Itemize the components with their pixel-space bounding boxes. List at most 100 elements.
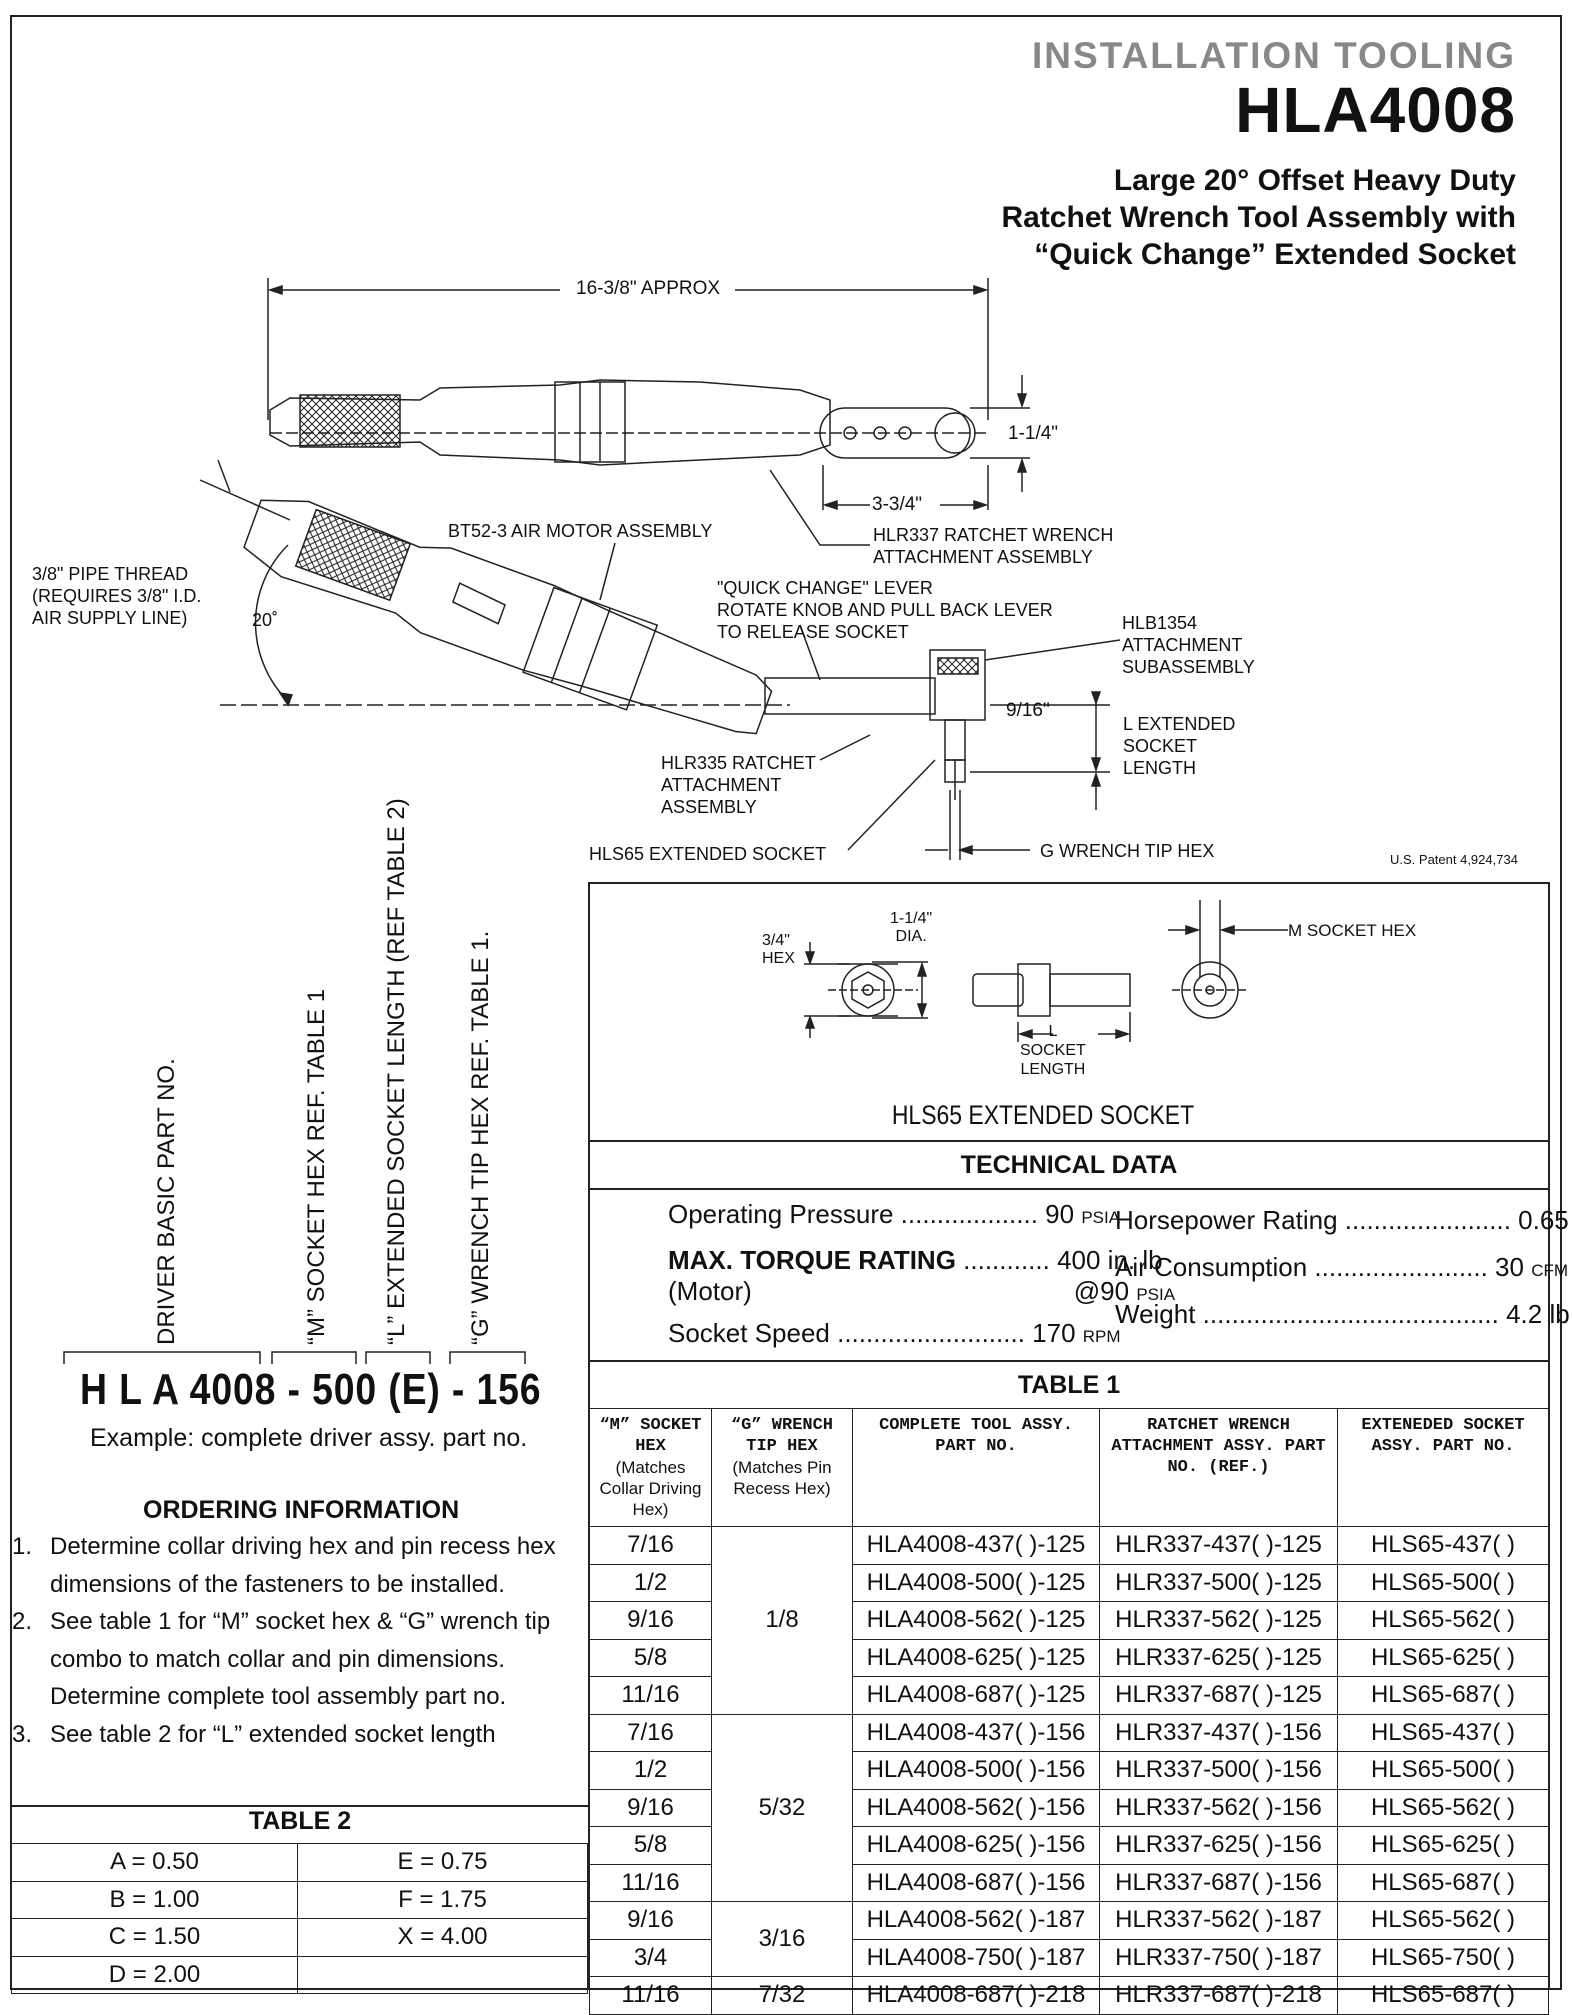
table-cell: 3/16 — [711, 1901, 853, 1977]
table-cell: HLR337-687( )-125 — [1099, 1676, 1338, 1715]
table-cell: HLR337-625( )-156 — [1099, 1826, 1338, 1865]
ordering-title: ORDERING INFORMATION — [143, 1496, 460, 1524]
model-title: HLA4008 — [1235, 74, 1516, 146]
table-cell: HLA4008-562( )-156 — [852, 1788, 1100, 1827]
table-cell: 9/16 — [589, 1788, 712, 1827]
table-cell: HLS65-562( ) — [1337, 1788, 1549, 1827]
table-cell: HLR337-750( )-187 — [1099, 1938, 1338, 1977]
table-cell: HLA4008-562( )-125 — [852, 1601, 1100, 1640]
table-cell: HLR337-500( )-156 — [1099, 1751, 1338, 1790]
table-cell: HLA4008-562( )-187 — [852, 1901, 1100, 1940]
table-cell: HLS65-500( ) — [1337, 1563, 1549, 1602]
table-cell: HLR337-562( )-125 — [1099, 1601, 1338, 1640]
g-tip-hex-ref-label: “G” WRENCH TIP HEX REF. TABLE 1. — [467, 930, 494, 1345]
table-cell: HLA4008-500( )-125 — [852, 1563, 1100, 1602]
table1-title: TABLE 1 — [1017, 1371, 1121, 1399]
table-cell: HLR337-437( )-156 — [1099, 1713, 1338, 1752]
divider — [589, 1188, 1549, 1190]
table-cell: HLR337-687( )-218 — [1099, 1976, 1338, 2015]
m-socket-hex-ref-label: “M” SOCKET HEX REF. TABLE 1 — [303, 988, 330, 1345]
table-cell: 9/16 — [589, 1901, 712, 1940]
table-cell: HLS65-437( ) — [1337, 1526, 1549, 1565]
table-cell: HLS65-437( ) — [1337, 1713, 1549, 1752]
dia-label: 1-1/4"DIA. — [890, 910, 933, 945]
table-cell: HLR337-437( )-125 — [1099, 1526, 1338, 1565]
table-cell: HLR337-625( )-125 — [1099, 1638, 1338, 1677]
table1-header-ratchet: RATCHET WRENCH ATTACHMENT ASSY. PART NO.… — [1099, 1408, 1338, 1527]
part-number-brackets — [63, 1351, 526, 1364]
table-cell: HLA4008-437( )-156 — [852, 1713, 1100, 1752]
l-socket-length-ref-label: “L” EXTENDED SOCKET LENGTH (REF TABLE 2) — [383, 798, 410, 1345]
table2-title: TABLE 2 — [248, 1807, 352, 1835]
technical-data-title: TECHNICAL DATA — [960, 1151, 1178, 1179]
example-caption: Example: complete driver assy. part no. — [90, 1424, 528, 1452]
table-cell: HLS65-687( ) — [1337, 1976, 1549, 2015]
table-cell: 3/4 — [589, 1938, 712, 1977]
g-hex-label: G WRENCH TIP HEX — [1040, 841, 1215, 861]
table-cell: HLR337-687( )-156 — [1099, 1863, 1338, 1902]
head-length-dimension: 3-3/4" — [872, 494, 923, 515]
table-cell: 5/8 — [589, 1638, 712, 1677]
table-cell: 7/16 — [589, 1713, 712, 1752]
table-cell: 5/32 — [711, 1713, 853, 1902]
table-cell: HLA4008-687( )-125 — [852, 1676, 1100, 1715]
table-cell: HLS65-625( ) — [1337, 1638, 1549, 1677]
table-cell: HLS65-562( ) — [1337, 1901, 1549, 1940]
table-cell: HLR337-562( )-156 — [1099, 1788, 1338, 1827]
table-cell: 7/16 — [589, 1526, 712, 1565]
table-cell: HLS65-687( ) — [1337, 1863, 1549, 1902]
table-cell: HLR337-562( )-187 — [1099, 1901, 1338, 1940]
table-cell: HLS65-750( ) — [1337, 1938, 1549, 1977]
table-cell: HLS65-687( ) — [1337, 1676, 1549, 1715]
driver-basic-label: DRIVER BASIC PART NO. — [153, 1058, 180, 1345]
table-cell: HLA4008-625( )-125 — [852, 1638, 1100, 1677]
torque-condition: (Motor)@90 PSIA — [668, 1276, 1176, 1306]
list-item: 3.See table 2 for “L” extended socket le… — [12, 1720, 496, 1748]
table-cell: 9/16 — [589, 1601, 712, 1640]
socket-speed: Socket Speed .......................... … — [668, 1318, 1121, 1348]
table-cell: HLS65-625( ) — [1337, 1826, 1549, 1865]
table-cell: HLA4008-437( )-125 — [852, 1526, 1100, 1565]
table-cell: HLA4008-500( )-156 — [852, 1751, 1100, 1790]
table-cell: 11/16 — [589, 1863, 712, 1902]
table-cell: 1/2 — [589, 1751, 712, 1790]
socket-detail-drawing — [804, 900, 1288, 1042]
divider — [589, 1360, 1549, 1362]
table1: “M” SOCKET HEX(Matches Collar Driving He… — [589, 1408, 1549, 2015]
example-part-number: H L A 4008 - 500 (E) - 156 — [80, 1365, 542, 1414]
max-torque-rating: MAX. TORQUE RATING ............ 400 in. … — [668, 1245, 1163, 1275]
angle-label: 20˚ — [252, 610, 279, 630]
table-cell: HLA4008-687( )-156 — [852, 1863, 1100, 1902]
table-cell: 7/32 — [711, 1976, 853, 2015]
weight: Weight .................................… — [1115, 1299, 1570, 1329]
model-subtitle: Large 20° Offset Heavy Duty Ratchet Wren… — [1001, 164, 1516, 271]
divider — [11, 1805, 588, 1807]
tool-drawing — [199, 278, 1121, 860]
bt52-label: BT52-3 AIR MOTOR ASSEMBLY — [448, 521, 713, 541]
patent-number: U.S. Patent 4,924,734 — [1390, 852, 1518, 867]
table-cell: 11/16 — [589, 1676, 712, 1715]
hls65-label: HLS65 EXTENDED SOCKET — [589, 844, 827, 864]
table1-header-socket: EXTENEDED SOCKET ASSY. PART NO. — [1337, 1408, 1549, 1527]
table-cell: HLA4008-687( )-218 — [852, 1976, 1100, 2015]
table-cell: HLA4008-625( )-156 — [852, 1826, 1100, 1865]
table-cell: 11/16 — [589, 1976, 712, 2015]
divider — [589, 1140, 1549, 1142]
